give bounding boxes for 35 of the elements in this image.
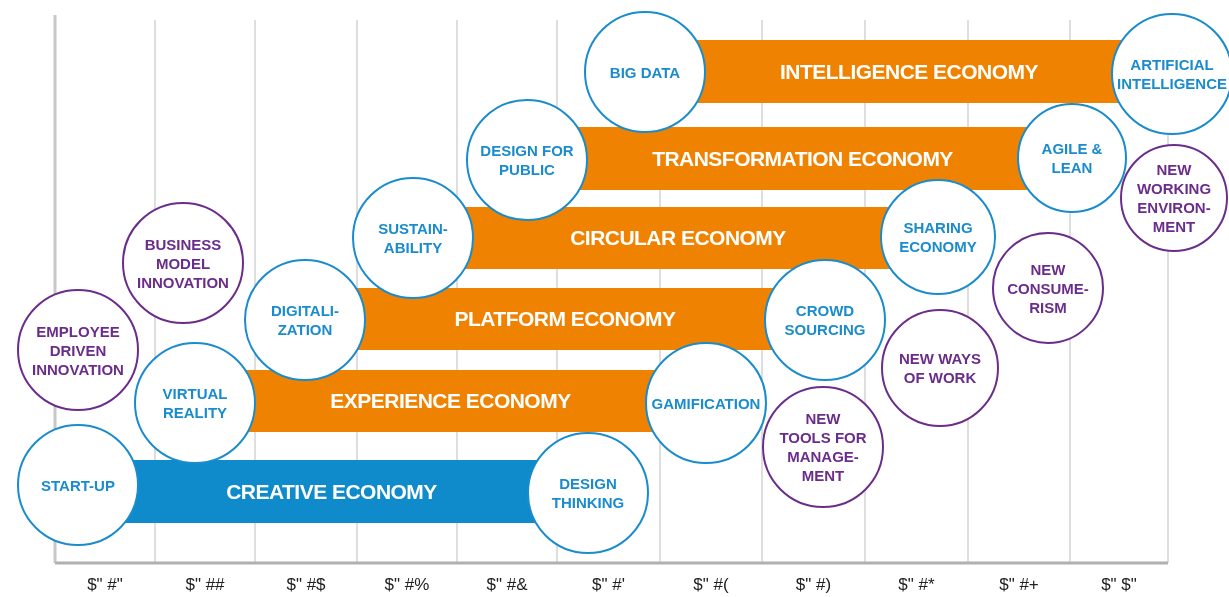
bar-label: PLATFORM ECONOMY [454, 306, 676, 333]
bar-label: TRANSFORMATION ECONOMY [652, 145, 953, 172]
bar-label: CIRCULAR ECONOMY [570, 225, 786, 252]
circle-label: NEW WAYS OF WORK [898, 349, 982, 387]
bar-label: EXPERIENCE ECONOMY [330, 388, 571, 415]
axis-label: $" ## [185, 574, 225, 596]
axis-label: $" #( [693, 574, 729, 596]
axis-label: $" $" [1101, 574, 1137, 596]
circle-label: BIG DATA [608, 62, 682, 82]
circle-label: NEW CONSUME-RISM [1006, 259, 1090, 317]
circle-label: NEW WORKING ENVIRON-MENT [1135, 160, 1213, 236]
bar-label: CREATIVE ECONOMY [226, 478, 437, 505]
axis-label: $" #* [898, 574, 935, 596]
circle-label: DESIGN THINKING [550, 474, 626, 512]
axis-label: $" #+ [999, 574, 1039, 596]
circle-label: DESIGN FOR PUBLIC [479, 141, 575, 179]
axis-label: $" #$ [286, 574, 326, 596]
axis-label: $" #" [87, 574, 123, 596]
circle-label: SUSTAIN-ABILITY [377, 219, 449, 257]
circle-label: BUSINESS MODEL INNOVATION [136, 234, 230, 292]
circle-label: CROWD SOURCING [783, 301, 867, 339]
circle-label: ARTIFICIAL INTELLIGENCE [1116, 55, 1228, 93]
circle-label: VIRTUAL REALITY [161, 384, 229, 422]
axis-label: $" #' [592, 574, 625, 596]
axis-label: $" #) [795, 574, 832, 596]
circle-label: EMPLOYEE DRIVEN INNOVATION [31, 321, 125, 379]
bar-label: INTELLIGENCE ECONOMY [780, 58, 1038, 85]
circle-label: AGILE & LEAN [1040, 139, 1104, 177]
circle-label: GAMIFICATION [650, 393, 762, 413]
axis-label: $" #% [384, 574, 430, 596]
axis-label: $" #& [486, 574, 528, 596]
circle-label: DIGITALI-ZATION [269, 301, 340, 339]
circle-label: NEW TOOLS FOR MANAGE-MENT [778, 409, 868, 485]
circle-label: SHARING ECONOMY [898, 218, 978, 256]
circle-label: START-UP [40, 475, 116, 495]
